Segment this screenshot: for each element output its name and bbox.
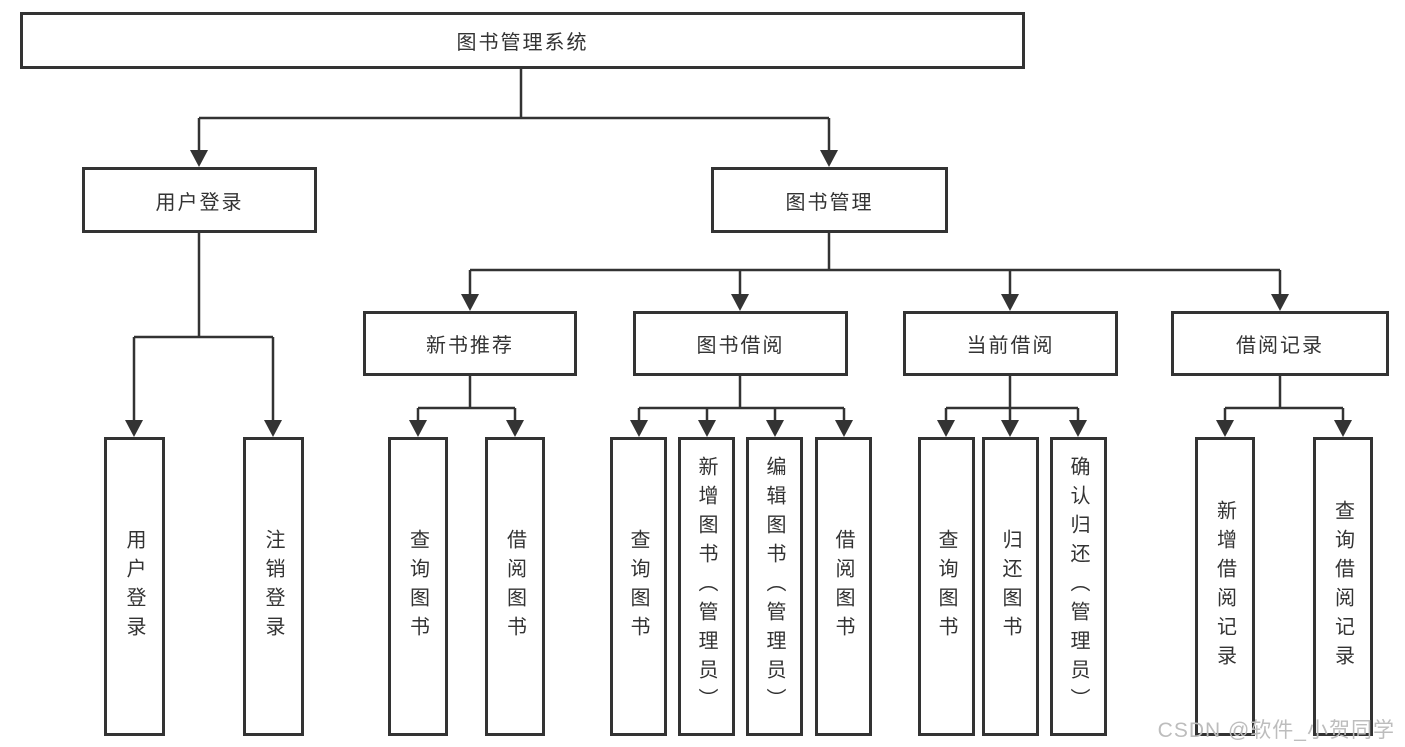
leaf-confirm-return-admin: 确认归还（管理员） (1050, 437, 1107, 736)
leaf-query-borrow-record: 查询借阅记录 (1313, 437, 1373, 736)
arrowhead (1069, 420, 1087, 437)
arrowhead (506, 420, 524, 437)
arrowhead (264, 420, 282, 437)
arrowhead (835, 420, 853, 437)
leaf-edit-books-admin-label: 编辑图书（管理员） (763, 456, 785, 717)
node-root-label: 图书管理系统 (456, 32, 589, 54)
leaf-query-borrow-record-label: 查询借阅记录 (1331, 499, 1354, 674)
node-user-login-label: 用户登录 (155, 191, 244, 214)
connector-bookborrow-to-leaves (637, 376, 846, 423)
node-user-login: 用户登录 (82, 167, 317, 233)
connector-currentborrow-to-leaves (944, 376, 1080, 423)
node-book-borrow-label: 图书借阅 (696, 335, 785, 357)
leaf-user-login: 用户登录 (104, 437, 165, 736)
node-current-borrow-label: 当前借阅 (966, 335, 1055, 357)
leaf-query-books-1: 查询图书 (388, 437, 448, 736)
leaf-query-books-1-label: 查询图书 (406, 528, 429, 645)
arrowhead (820, 150, 838, 167)
arrowhead (731, 294, 749, 311)
node-borrow-records-label: 借阅记录 (1236, 335, 1324, 357)
arrowhead (1001, 294, 1019, 311)
node-new-books: 新书推荐 (363, 311, 577, 376)
arrowhead (698, 420, 716, 437)
leaf-logout-label: 注销登录 (262, 528, 284, 645)
arrowhead (190, 150, 208, 167)
leaf-borrow-books-1-label: 借阅图书 (503, 528, 526, 645)
leaf-borrow-books-1: 借阅图书 (485, 437, 545, 736)
arrowhead (937, 420, 955, 437)
watermark: CSDN @软件_小贺同学 (1157, 719, 1395, 742)
arrowhead (409, 420, 427, 437)
leaf-query-books-3-label: 查询图书 (935, 528, 957, 645)
leaf-add-borrow-record: 新增借阅记录 (1195, 437, 1255, 736)
leaf-edit-books-admin: 编辑图书（管理员） (746, 437, 803, 736)
connector-userlogin-to-leaves (132, 233, 275, 423)
node-current-borrow: 当前借阅 (903, 311, 1118, 376)
arrowhead (630, 420, 648, 437)
leaf-add-books-admin-label: 新增图书（管理员） (695, 456, 717, 717)
leaf-confirm-return-admin-label: 确认归还（管理员） (1067, 456, 1089, 717)
arrowhead (461, 294, 479, 311)
leaf-borrow-books-2: 借阅图书 (815, 437, 872, 736)
leaf-add-borrow-record-label: 新增借阅记录 (1213, 499, 1236, 674)
node-borrow-records: 借阅记录 (1171, 311, 1389, 376)
node-root: 图书管理系统 (20, 12, 1025, 69)
arrowhead (125, 420, 143, 437)
arrowhead (1216, 420, 1234, 437)
leaf-query-books-3: 查询图书 (918, 437, 975, 736)
arrowhead (1271, 294, 1289, 311)
arrowhead (1334, 420, 1352, 437)
leaf-add-books-admin: 新增图书（管理员） (678, 437, 735, 736)
leaf-query-books-2: 查询图书 (610, 437, 667, 736)
node-new-books-label: 新书推荐 (426, 335, 514, 357)
leaf-logout: 注销登录 (243, 437, 304, 736)
node-book-mgmt-label: 图书管理 (785, 191, 874, 214)
connector-bookmgmt-to-level3 (468, 233, 1282, 297)
leaf-query-books-2-label: 查询图书 (627, 528, 649, 645)
connector-records-to-leaves (1223, 376, 1345, 423)
leaf-return-books: 归还图书 (982, 437, 1039, 736)
connector-root-to-level2 (197, 68, 831, 153)
connector-newbooks-to-leaves (416, 376, 517, 423)
arrowhead (766, 420, 784, 437)
node-book-mgmt: 图书管理 (711, 167, 948, 233)
node-book-borrow: 图书借阅 (633, 311, 848, 376)
leaf-return-books-label: 归还图书 (999, 528, 1021, 645)
arrowhead (1001, 420, 1019, 437)
leaf-borrow-books-2-label: 借阅图书 (832, 528, 854, 645)
leaf-user-login-label: 用户登录 (123, 528, 145, 645)
